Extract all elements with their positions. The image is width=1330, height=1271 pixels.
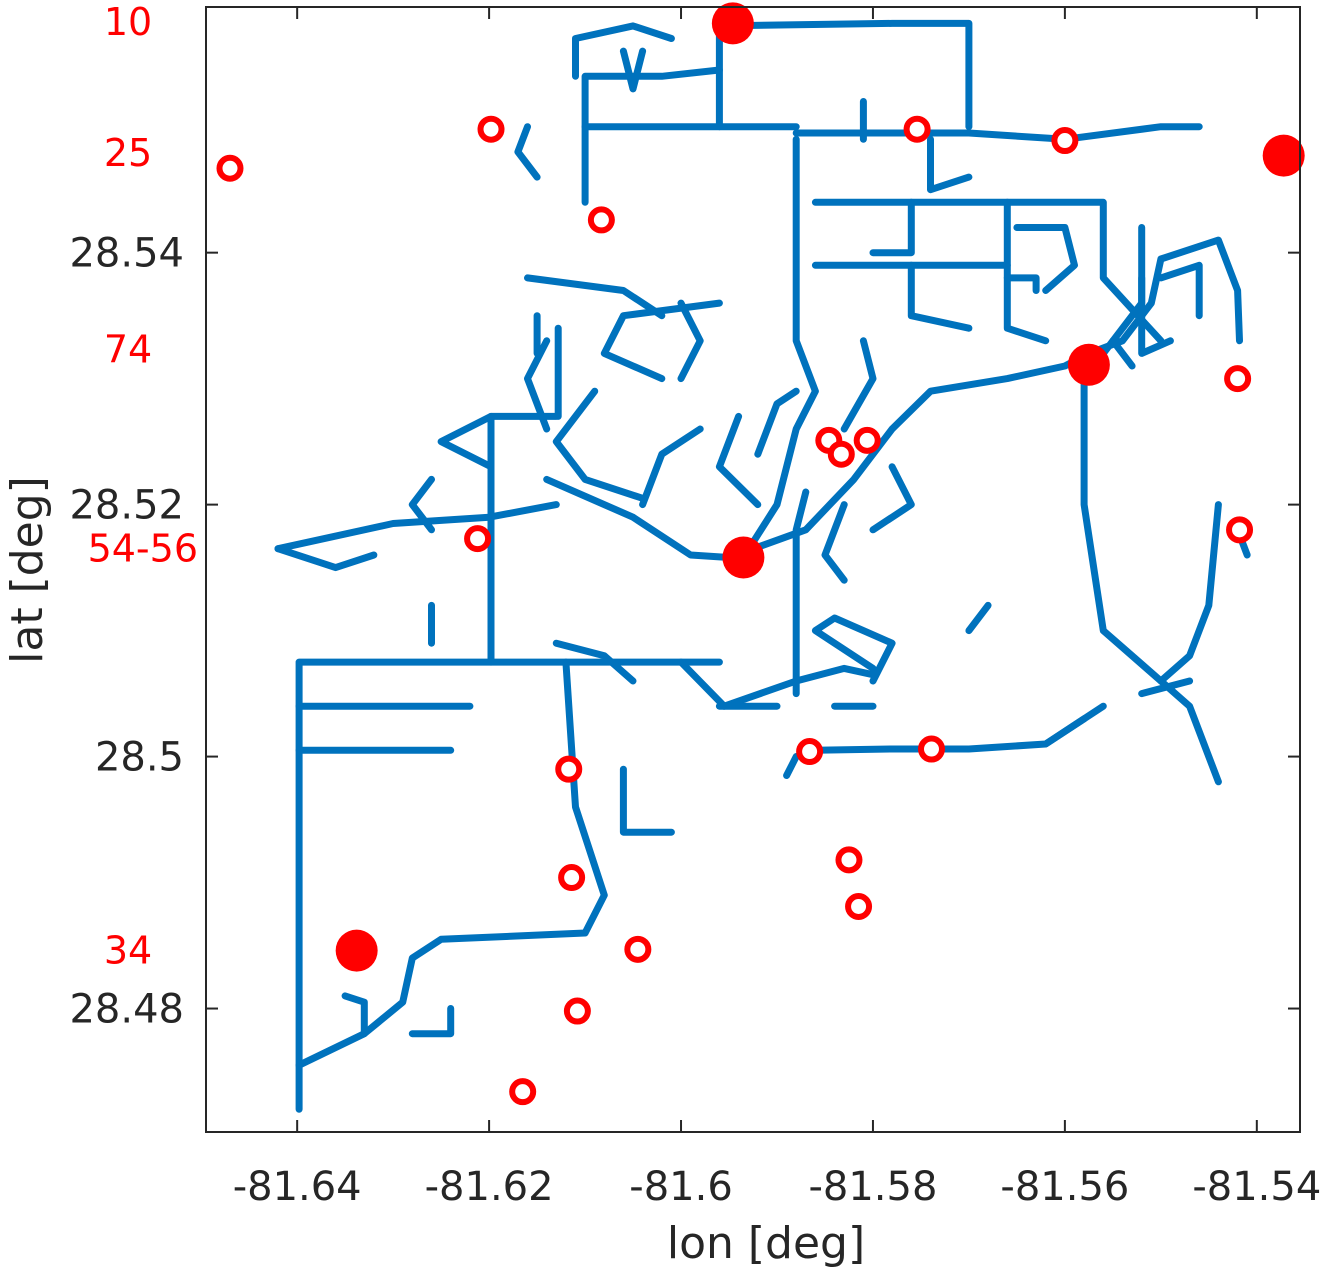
road-path-14 [581,19,973,206]
open-marker-1 [477,115,505,143]
x-axis-ticks: -81.64 -81.62 -81.6 -81.58 -81.56 -81.54 [233,7,1321,1210]
road-path-44 [1138,274,1174,357]
red-label: 25 [104,131,152,175]
road-path-48 [869,463,915,534]
road-path-8 [274,501,560,553]
open-marker-0 [216,154,244,182]
open-marker-2 [587,206,615,234]
x-tick-label: -81.64 [233,1164,362,1210]
road-path-52 [524,337,551,433]
y-axis-ticks: 28.48 28.5 28.52 28.54 [69,231,1300,1033]
filled-marker-2 [1067,343,1110,386]
filled-marker-0 [711,2,754,45]
road-path-30 [437,412,495,471]
x-tick-label: -81.56 [1000,1164,1129,1210]
open-marker-17 [624,935,652,963]
x-tick-label: -81.58 [808,1164,937,1210]
road-path-50 [715,412,762,509]
red-label: 74 [104,328,152,372]
open-marker-7 [827,440,855,468]
open-marker-9 [1226,516,1254,544]
road-path-55 [619,765,675,836]
road-path-59 [1042,702,1107,748]
road-path-42 [1003,274,1040,294]
filled-marker-4 [335,929,378,972]
road-path-49 [821,501,848,584]
road-path-38 [927,135,973,194]
plot-frame [205,6,1301,1133]
road-path-41 [1013,224,1078,294]
road-path-23 [792,488,810,698]
road-path-11 [552,387,647,502]
road-path-10 [543,236,1243,561]
road-path-60 [965,601,992,635]
open-marker-15 [845,892,873,920]
road-path-40 [907,261,973,332]
road-path-5 [408,1005,455,1038]
road-path-12 [739,135,819,561]
open-marker-18 [563,997,591,1025]
road-path-28 [754,387,800,458]
marker-layer [216,2,1305,1106]
road-path-35 [514,123,541,181]
x-tick-label: -81.54 [1192,1164,1321,1210]
road-path-4 [341,992,368,1038]
red-label: 10 [104,0,152,44]
open-marker-12 [796,738,824,766]
road-path-32 [408,475,435,534]
y-tick-label: 28.54 [69,231,184,277]
red-label: 34 [104,929,152,973]
road-path-43 [1157,261,1203,320]
road-path-29 [840,337,877,433]
x-axis-title: lon [deg] [667,1218,865,1269]
open-marker-19 [509,1078,537,1106]
road-path-22 [1080,224,1222,786]
road-path-54 [552,639,637,685]
road-path-0 [295,658,723,1113]
road-path-17 [811,198,915,257]
open-marker-8 [853,426,881,454]
road-path-37 [619,47,647,93]
open-marker-14 [835,846,863,874]
open-marker-11 [555,755,583,783]
y-axis-title: lat [deg] [2,476,53,664]
x-tick-label: -81.6 [629,1164,733,1210]
filled-marker-3 [722,536,765,579]
open-marker-3 [903,115,931,143]
road-path-51 [677,299,704,383]
road-path-45 [1109,337,1136,370]
open-marker-4 [1051,127,1079,155]
road-path-58 [1138,677,1194,698]
filled-marker-1 [1262,134,1305,177]
x-tick-label: -81.62 [425,1164,554,1210]
road-path-21 [600,299,723,383]
road-path-27 [639,425,704,509]
red-row-labels: 10 25 74 54-56 34 [88,0,198,972]
open-marker-5 [1224,365,1252,393]
y-tick-label: 28.52 [69,483,184,529]
y-tick-label: 28.5 [95,735,184,781]
road-path-3 [295,658,608,1069]
road-path-33 [524,274,666,320]
open-marker-13 [917,735,945,763]
road-path-26 [811,614,896,685]
y-tick-label: 28.48 [69,987,184,1033]
open-marker-10 [464,525,492,553]
open-marker-16 [558,864,586,892]
red-label: 54-56 [88,527,198,571]
road-path-31 [274,545,378,572]
road-path-46 [1157,501,1222,685]
road-path-36 [572,22,675,80]
